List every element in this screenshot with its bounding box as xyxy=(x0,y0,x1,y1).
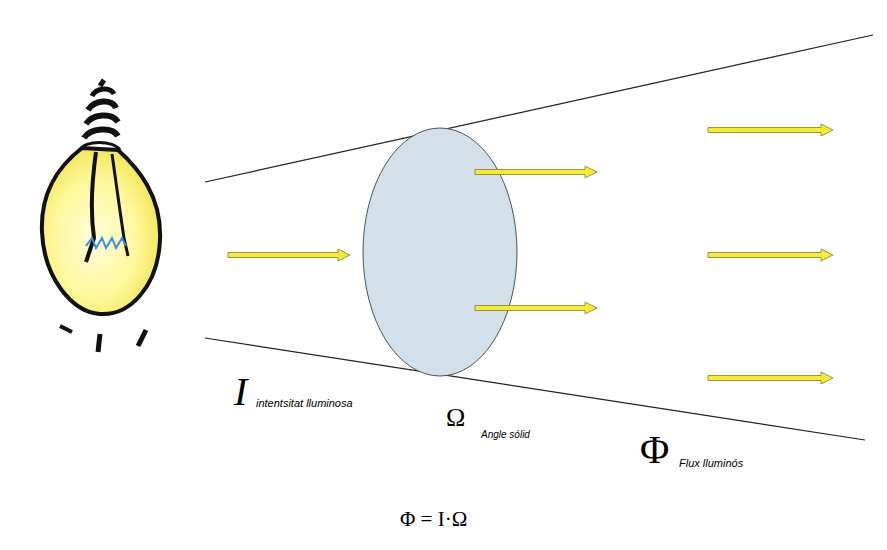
flux-arrow xyxy=(228,249,350,261)
solid-angle-name: Angle sólid xyxy=(481,430,530,440)
flux-arrow xyxy=(708,372,833,384)
flux-arrow xyxy=(708,124,833,136)
cone-edge xyxy=(205,35,873,182)
flux-arrow xyxy=(475,302,597,314)
intensity-symbol: I xyxy=(234,372,247,412)
solid-angle-symbol: Ω xyxy=(446,405,465,431)
flux-arrow xyxy=(708,249,833,261)
intensity-name: intentsitat lluminosa xyxy=(256,398,353,409)
flux-name: Flux lluminós xyxy=(679,458,743,469)
flux-arrows xyxy=(228,124,833,384)
flux-arrow xyxy=(475,166,597,178)
solid-angle-ellipse xyxy=(363,128,517,376)
light-bulb xyxy=(42,80,160,352)
cone-edge xyxy=(205,338,865,440)
formula: Φ = I·Ω xyxy=(400,509,467,530)
flux-symbol: Φ xyxy=(640,430,669,470)
